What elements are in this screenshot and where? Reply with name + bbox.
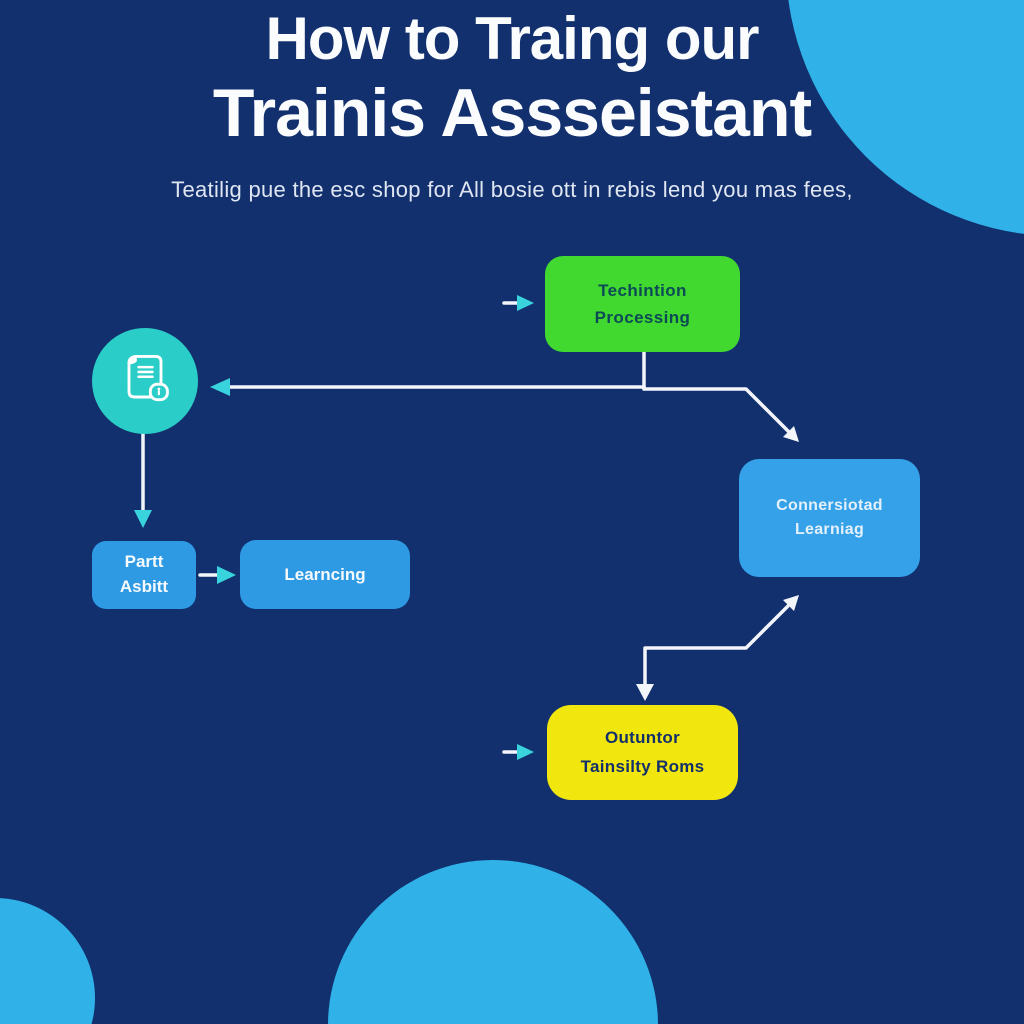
node-label: Processing bbox=[594, 308, 691, 327]
node-label: Asbitt bbox=[119, 577, 169, 596]
node-label: Partt bbox=[124, 552, 164, 572]
node-learncing: Learncing bbox=[240, 540, 410, 609]
document-with-badge-icon bbox=[127, 355, 169, 402]
node-label: Outuntor bbox=[604, 727, 681, 747]
node-label: Connersiotad bbox=[776, 497, 883, 514]
connector-part-to-learning bbox=[198, 566, 236, 584]
node-techintion-processing: Techintion Processing bbox=[545, 256, 740, 352]
connector-processing-to-conversational bbox=[642, 387, 799, 442]
node-label: Tainsilty Roms bbox=[580, 756, 705, 776]
decorative-circle-bottom-left bbox=[0, 898, 95, 1024]
node-label: Learncing bbox=[284, 564, 366, 584]
page-title-line2: Trainis Assseistant bbox=[212, 74, 812, 151]
node-label: Techintion bbox=[598, 280, 687, 300]
document-circle-node bbox=[92, 328, 198, 434]
connector-conversational-to-output bbox=[636, 595, 799, 701]
arrow-into-processing bbox=[502, 295, 534, 311]
node-outuntor-tainsilty-roms: Outuntor Tainsilty Roms bbox=[547, 705, 738, 800]
node-label: Learniag bbox=[794, 521, 865, 538]
connector-processing-to-document bbox=[210, 378, 646, 396]
page-subtitle: Teatilig pue the esc shop for All bosie … bbox=[171, 176, 853, 202]
page-title-line1: How to Traing our bbox=[265, 5, 760, 72]
header: How to Traing our Trainis Assseistant Te… bbox=[0, 4, 1024, 203]
node-conversational-learning: Connersiotad Learniag bbox=[739, 459, 920, 577]
arrow-into-output bbox=[502, 744, 534, 760]
connector-document-to-part bbox=[134, 430, 152, 528]
node-part-asbitt: Partt Asbitt bbox=[92, 541, 196, 609]
decorative-circle-bottom-center bbox=[328, 860, 658, 1024]
